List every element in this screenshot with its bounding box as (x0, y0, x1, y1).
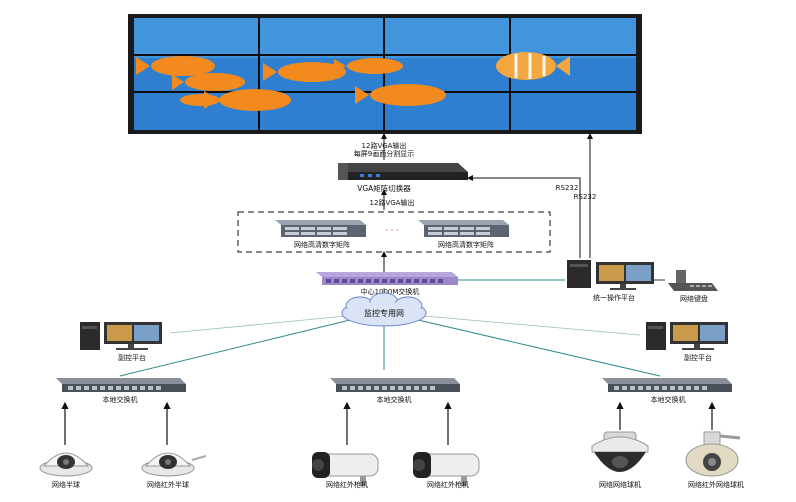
network-keyboard-label: 网络键盘 (680, 295, 708, 303)
local-switch-mid-label: 本地交换机 (376, 396, 412, 404)
camera-3-label: 网络红外枪机 (326, 481, 368, 489)
sub-platform-left-label: 副控平台 (118, 354, 146, 362)
fish-group (136, 52, 570, 111)
decoder-right-label: 网络高清数字矩阵 (438, 241, 494, 249)
local-switch-right (602, 378, 732, 392)
bullet-camera-2 (413, 452, 480, 486)
camera-2-label: 网络红外半球 (147, 481, 189, 489)
camera-4-label: 网络红外枪机 (427, 481, 469, 489)
vga-output-note-2: 每屏9画面分割显示 (353, 150, 415, 158)
rs232-label-b: RS232 (573, 193, 597, 201)
rs232-label-a: RS232 (555, 184, 579, 192)
decoder-ellipsis: · · · (384, 226, 400, 236)
camera-1-label: 网络半球 (52, 481, 80, 489)
speed-dome-camera-2 (685, 431, 741, 477)
dome-camera-2 (141, 452, 207, 477)
speed-dome-camera-1 (591, 431, 649, 472)
camera-6-label: 网络红外网络球机 (688, 481, 744, 489)
vga-matrix-label: VGA矩阵切换器 (357, 184, 411, 193)
camera-5-label: 网络网络球机 (599, 481, 641, 489)
dome-camera-1 (39, 452, 93, 477)
local-switch-left-label: 本地交换机 (102, 396, 138, 404)
local-switch-mid (330, 378, 460, 392)
operator-platform-label: 统一操作平台 (593, 294, 635, 302)
local-switch-left (56, 378, 186, 392)
sub-platform-right-label: 副控平台 (684, 354, 712, 362)
network-label: 监控专用网 (364, 309, 404, 318)
bullet-camera-1 (312, 452, 379, 486)
decoder-left-label: 网络高清数字矩阵 (294, 241, 350, 249)
local-switch-right-label: 本地交换机 (650, 396, 686, 404)
vga-output-note-3: 12路VGA输出 (369, 199, 415, 207)
core-switch-label: 中心1000M交换机 (360, 288, 420, 296)
vga-output-note-1: 12路VGA输出 (361, 142, 407, 150)
